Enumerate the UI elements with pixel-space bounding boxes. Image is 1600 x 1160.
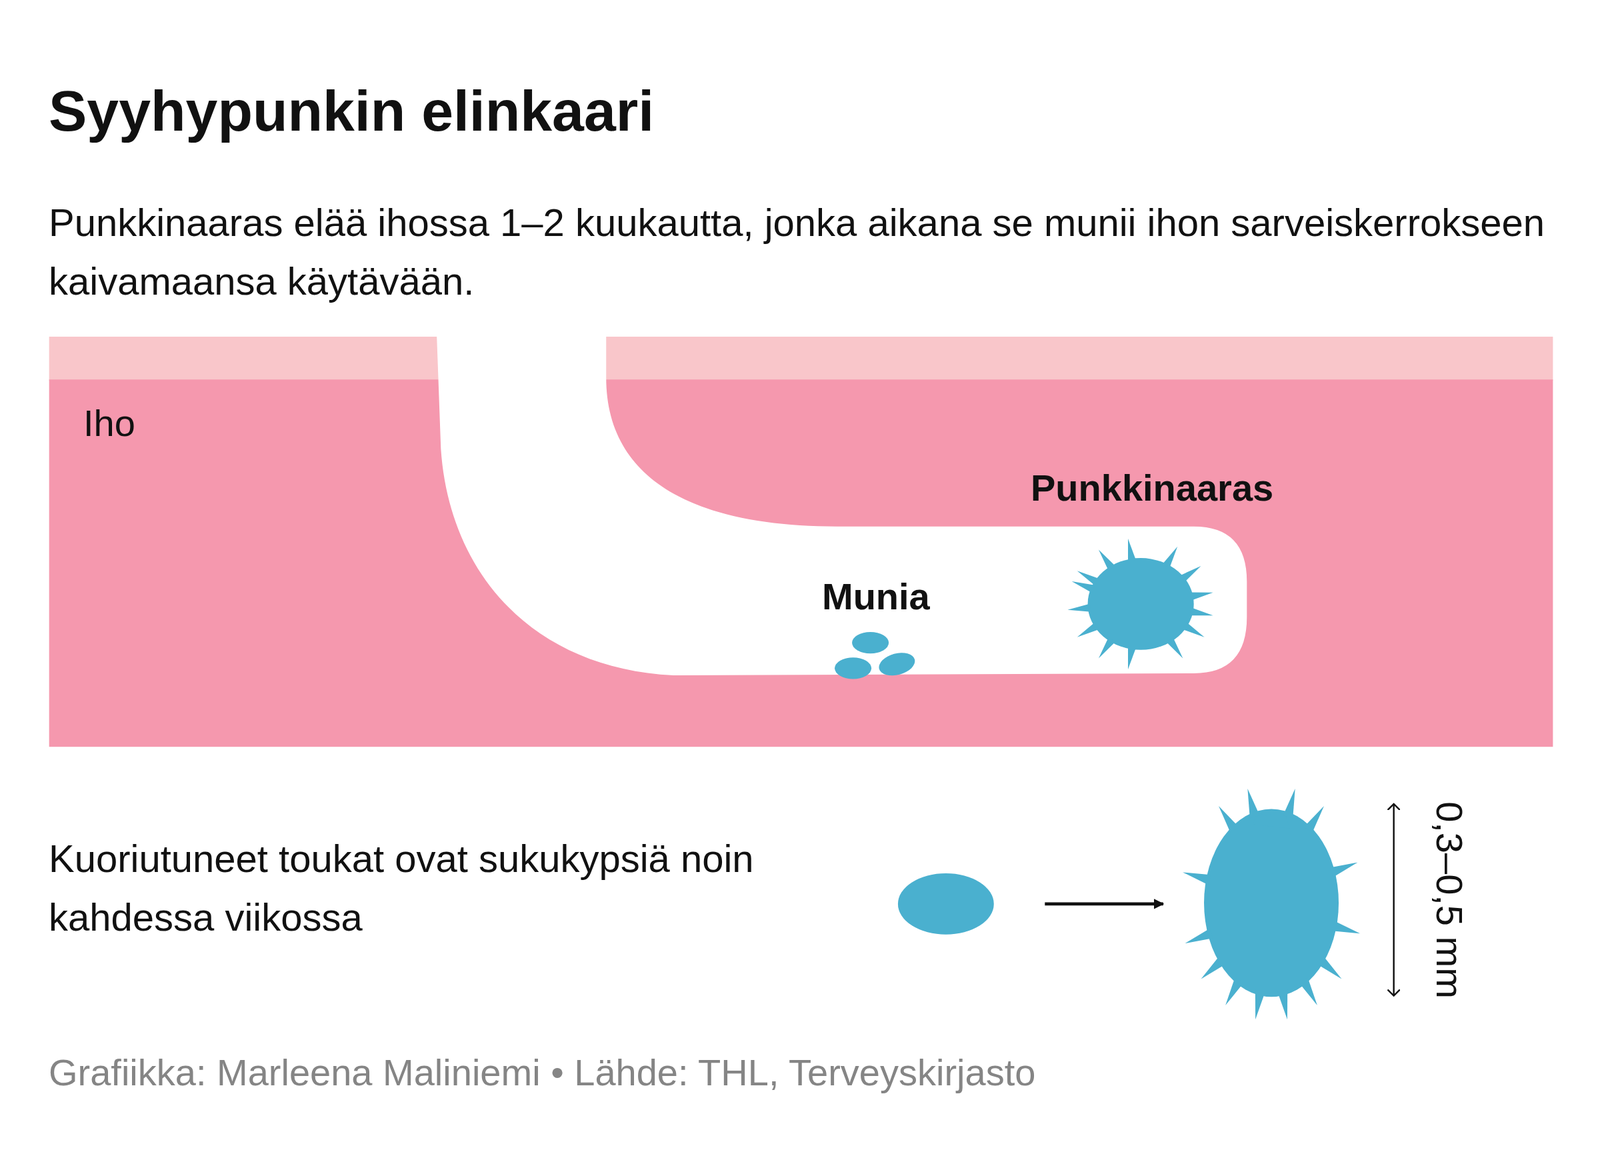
skin-surface: [49, 336, 1554, 381]
mite-leg: [1162, 546, 1178, 569]
part-label: Munia: [822, 573, 930, 620]
mite-leg: [1225, 977, 1244, 1006]
mite-leg: [1332, 921, 1360, 934]
mite-leg: [1218, 806, 1239, 833]
intro-text: Punkkinaaras elää ihossa 1–2 kuukautta, …: [48, 193, 1549, 311]
mite-leg: [1077, 622, 1100, 637]
mite-leg: [1128, 646, 1136, 670]
eggs: [834, 632, 918, 680]
mite-leg: [1190, 607, 1214, 616]
mite-leg: [1201, 956, 1226, 979]
region-label: Iho: [83, 400, 136, 447]
mite-leg: [1182, 622, 1205, 637]
growth-arrow: [1044, 902, 1164, 906]
note-text: Kuoriutuneet toukat ovat sukukypsiä noin…: [48, 829, 836, 947]
egg: [898, 873, 994, 935]
skin-region: Iho: [48, 336, 1554, 747]
female-mite: [1067, 538, 1213, 670]
adult-mite: [1182, 788, 1360, 1020]
mite-leg: [1277, 990, 1288, 1020]
dimension-line: [1392, 804, 1394, 996]
mite-leg: [1298, 977, 1318, 1006]
mite-leg: [1098, 549, 1116, 570]
dimension-label: 0,3–0,5 mm: [1426, 801, 1473, 999]
caption: Grafiikka: Marleena Maliniemi • Lähde: T…: [48, 1049, 1036, 1096]
mite-leg: [1166, 637, 1183, 658]
mite-leg: [1255, 990, 1266, 1020]
title: Syyhypunkin elinkaari: [48, 74, 654, 147]
mite-leg: [1317, 956, 1342, 979]
mite-leg: [1180, 566, 1202, 583]
mite-leg: [1247, 788, 1260, 818]
mite-leg: [1185, 928, 1214, 944]
mite-leg: [1304, 806, 1324, 833]
mite-leg: [1330, 862, 1358, 878]
mite-leg: [1098, 637, 1116, 658]
mite-leg: [1282, 788, 1295, 818]
mite-leg: [1072, 581, 1096, 593]
mite-leg: [1190, 592, 1214, 601]
mite-leg: [1128, 538, 1136, 562]
mite-leg: [1067, 604, 1091, 612]
mite-leg: [1182, 872, 1211, 885]
part-label: Punkkinaaras: [1030, 464, 1274, 512]
